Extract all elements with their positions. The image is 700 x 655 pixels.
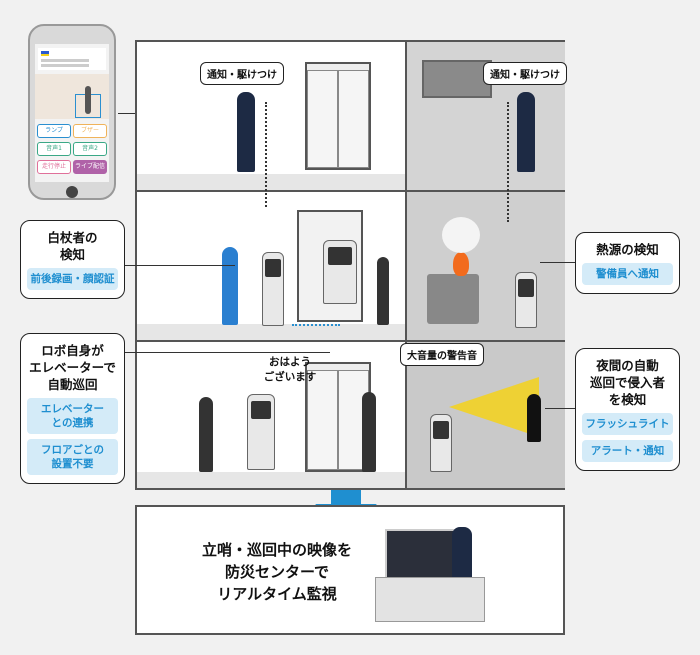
callout-tag: 警備員へ通知 (582, 263, 673, 285)
fire-icon (453, 252, 469, 276)
smartphone: ランプ ブザー 音声1 音声2 走行停止 ライブ配信 (28, 24, 116, 200)
alarm-label: 大音量の警告音 (400, 343, 484, 366)
lamp-button[interactable]: ランプ (37, 124, 71, 138)
callout-title: エレベーターで (29, 360, 116, 375)
robot-path-arrow (292, 324, 340, 326)
window (422, 60, 492, 98)
person-walking (362, 392, 376, 472)
monitoring-center: 立哨・巡回中の映像を 防災センターで リアルタイム監視 (135, 505, 565, 635)
trash-bins (427, 274, 479, 324)
phone-screen: ランプ ブザー 音声1 音声2 走行停止 ライブ配信 (35, 44, 109, 182)
callout-tag: フラッシュライト (582, 413, 673, 435)
stop-button[interactable]: 走行停止 (37, 160, 71, 174)
callout-heat: 熱源の検知 警備員へ通知 (575, 232, 680, 294)
home-button (66, 186, 78, 198)
live-button[interactable]: ライブ配信 (73, 160, 107, 174)
intruder-figure (527, 394, 541, 442)
monitoring-text: 立哨・巡回中の映像を 防災センターで リアルタイム監視 (201, 541, 352, 603)
robot (430, 414, 452, 472)
notify-label: 通知・駆けつけ (483, 62, 567, 85)
person-standing (377, 257, 389, 325)
notify-line (507, 102, 509, 222)
callout-elevator-patrol: ロボ自身が エレベーターで 自動巡回 エレベーター との連携 フロアごとの 設置… (20, 333, 125, 484)
notification-card (38, 48, 106, 70)
callout-title: 熱源の検知 (596, 242, 659, 257)
callout-white-cane: 白杖者の 検知 前後録画・顔認証 (20, 220, 125, 299)
callout-tag: エレベーター との連携 (27, 398, 118, 434)
flashlight-beam (449, 377, 539, 437)
operator-figure (452, 527, 472, 577)
app-icon (41, 51, 49, 56)
greeting-speech: おはよう ございます (263, 356, 317, 383)
elevator-door (305, 62, 371, 170)
callout-tag: フロアごとの 設置不要 (27, 439, 118, 475)
callout-tag: アラート・通知 (582, 440, 673, 462)
robot (247, 394, 275, 470)
desk (375, 577, 485, 622)
guard-figure (237, 92, 255, 172)
callout-title: 検知 (59, 247, 85, 262)
callout-tag: 前後録画・顔認証 (27, 268, 118, 290)
voice2-button[interactable]: 音声2 (73, 142, 107, 156)
guard-figure (517, 92, 535, 172)
camera-feed[interactable] (35, 74, 109, 119)
callout-title: を検知 (608, 392, 647, 407)
buzzer-button[interactable]: ブザー (73, 124, 107, 138)
person-walking (199, 397, 213, 472)
callout-night: 夜間の自動 巡回で侵入者 を検知 フラッシュライト アラート・通知 (575, 348, 680, 471)
person-icon (85, 86, 91, 114)
smoke-icon (442, 217, 480, 253)
robot (515, 272, 537, 328)
white-cane-user (222, 247, 238, 325)
callout-title: 自動巡回 (47, 377, 98, 392)
callout-title: 夜間の自動 (596, 358, 659, 373)
callout-title: ロボ自身が (41, 343, 104, 358)
notify-line (265, 102, 267, 207)
notify-label: 通知・駆けつけ (200, 62, 284, 85)
voice1-button[interactable]: 音声1 (37, 142, 71, 156)
callout-title: 巡回で侵入者 (589, 375, 665, 390)
robot (262, 252, 284, 326)
callout-title: 白杖者の (47, 230, 98, 245)
robot (323, 240, 357, 304)
